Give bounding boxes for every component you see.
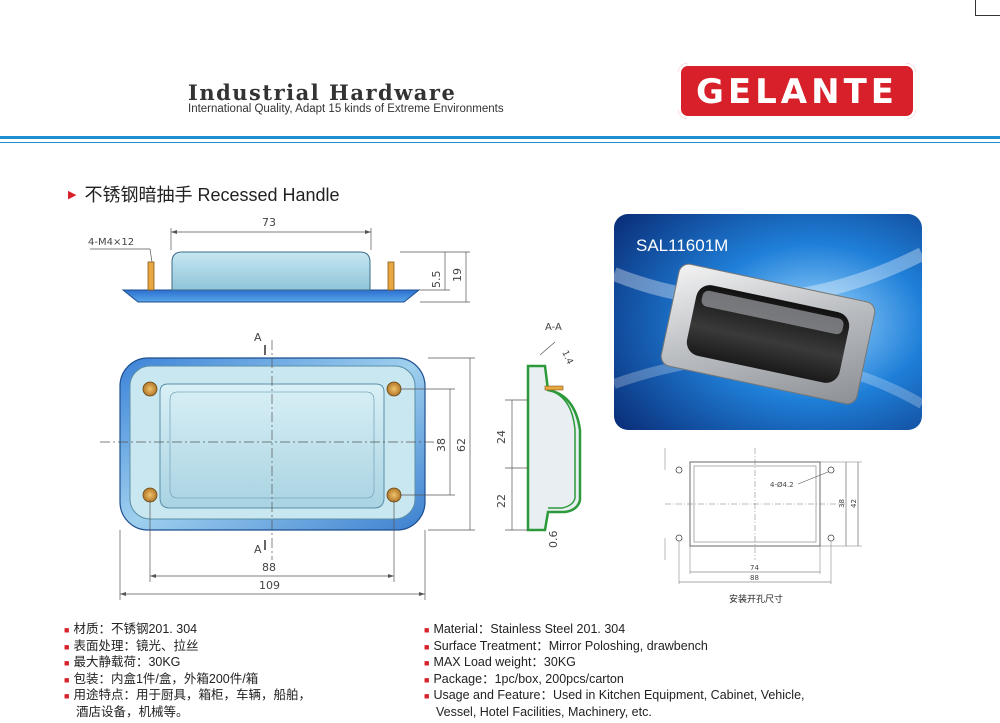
dim-0-6: 0.6 bbox=[547, 531, 560, 549]
front-view: A A 88 109 38 62 bbox=[100, 331, 475, 600]
dim-38: 38 bbox=[435, 438, 448, 452]
spec-item-continued: 酒店设备，机械等。 bbox=[76, 704, 189, 719]
specs-english: ■Material：Stainless Steel 201. 304 ■Surf… bbox=[424, 622, 805, 721]
cutout-dim-42: 42 bbox=[850, 499, 858, 508]
spec-item: ■Material：Stainless Steel 201. 304 bbox=[424, 622, 626, 636]
section-view: A-A 1.4 24 22 0.6 bbox=[495, 322, 582, 549]
square-bullet-icon: ■ bbox=[424, 625, 430, 635]
square-bullet-icon: ■ bbox=[424, 658, 430, 669]
screw-label: 4-M4×12 bbox=[88, 237, 134, 248]
dim-62: 62 bbox=[455, 438, 468, 452]
brand-logo: GELANTE bbox=[678, 63, 916, 119]
square-bullet-icon: ■ bbox=[64, 691, 70, 702]
spec-item: ■最大静载荷：30KG bbox=[64, 655, 181, 670]
brand-logo-text: GELANTE bbox=[696, 72, 898, 112]
side-view: 73 4-M4×12 5.5 19 bbox=[88, 216, 470, 303]
spec-item: ■用途特点：用于厨具，箱柜，车辆，船舶， bbox=[64, 688, 311, 703]
section-title-text: 不锈钢暗抽手 Recessed Handle bbox=[84, 185, 340, 205]
square-bullet-icon: ■ bbox=[424, 641, 430, 652]
crop-mark bbox=[975, 0, 976, 16]
square-bullet-icon: ■ bbox=[64, 641, 70, 652]
header-subtitle: International Quality, Adapt 15 kinds of… bbox=[188, 103, 504, 115]
section-label: A-A bbox=[545, 322, 562, 333]
spec-item: ■材质：不锈钢201. 304 bbox=[64, 622, 198, 636]
square-bullet-icon: ■ bbox=[64, 625, 70, 635]
dim-22: 22 bbox=[495, 494, 508, 508]
section-mark-a-top: A bbox=[254, 331, 262, 344]
dim-88: 88 bbox=[262, 561, 276, 574]
crop-mark bbox=[975, 15, 1000, 16]
square-bullet-icon: ■ bbox=[64, 658, 70, 669]
dim-109: 109 bbox=[259, 579, 280, 592]
spec-item: ■Usage and Feature：Used in Kitchen Equip… bbox=[424, 688, 805, 703]
cutout-dim-74: 74 bbox=[750, 564, 759, 572]
dim-73: 73 bbox=[262, 216, 276, 229]
section-title: ▶ 不锈钢暗抽手 Recessed Handle bbox=[68, 181, 340, 207]
header-rule-thin bbox=[0, 142, 1000, 143]
product-photo-image bbox=[614, 214, 922, 430]
cutout-caption: 安装开孔尺寸 bbox=[729, 594, 784, 604]
product-model-label: SAL11601M bbox=[636, 236, 729, 255]
spec-item: ■Surface Treatment：Mirror Poloshing, dra… bbox=[424, 638, 708, 653]
spec-item-continued: Vessel, Hotel Facilities, Machinery, etc… bbox=[436, 704, 652, 719]
header-title: Industrial Hardware bbox=[188, 80, 457, 105]
dim-1-4: 1.4 bbox=[559, 349, 574, 366]
triangle-bullet-icon: ▶ bbox=[68, 189, 77, 201]
product-photo bbox=[614, 214, 922, 430]
cutout-diagram: 4-Ø4.2 74 88 38 42 bbox=[664, 448, 862, 584]
cutout-holes-label: 4-Ø4.2 bbox=[770, 481, 794, 489]
dim-24: 24 bbox=[495, 430, 508, 444]
square-bullet-icon: ■ bbox=[424, 691, 430, 702]
spec-item: ■包装：内盒1件/盒，外箱200件/箱 bbox=[64, 671, 259, 686]
spec-item: ■Package：1pc/box, 200pcs/carton bbox=[424, 671, 624, 686]
spec-item: ■表面处理：镜光、拉丝 bbox=[64, 638, 199, 653]
header-rule bbox=[0, 136, 1000, 139]
spec-item: ■MAX Load weight：30KG bbox=[424, 655, 576, 670]
specs-chinese: ■材质：不锈钢201. 304 ■表面处理：镜光、拉丝 ■最大静载荷：30KG … bbox=[64, 622, 311, 721]
cutout-dim-38: 38 bbox=[838, 499, 846, 508]
square-bullet-icon: ■ bbox=[424, 674, 430, 685]
section-mark-a-bottom: A bbox=[254, 543, 262, 556]
cutout-dim-88: 88 bbox=[750, 574, 759, 582]
square-bullet-icon: ■ bbox=[64, 674, 70, 685]
dim-19: 19 bbox=[451, 268, 464, 282]
dim-5-5: 5.5 bbox=[430, 271, 443, 289]
